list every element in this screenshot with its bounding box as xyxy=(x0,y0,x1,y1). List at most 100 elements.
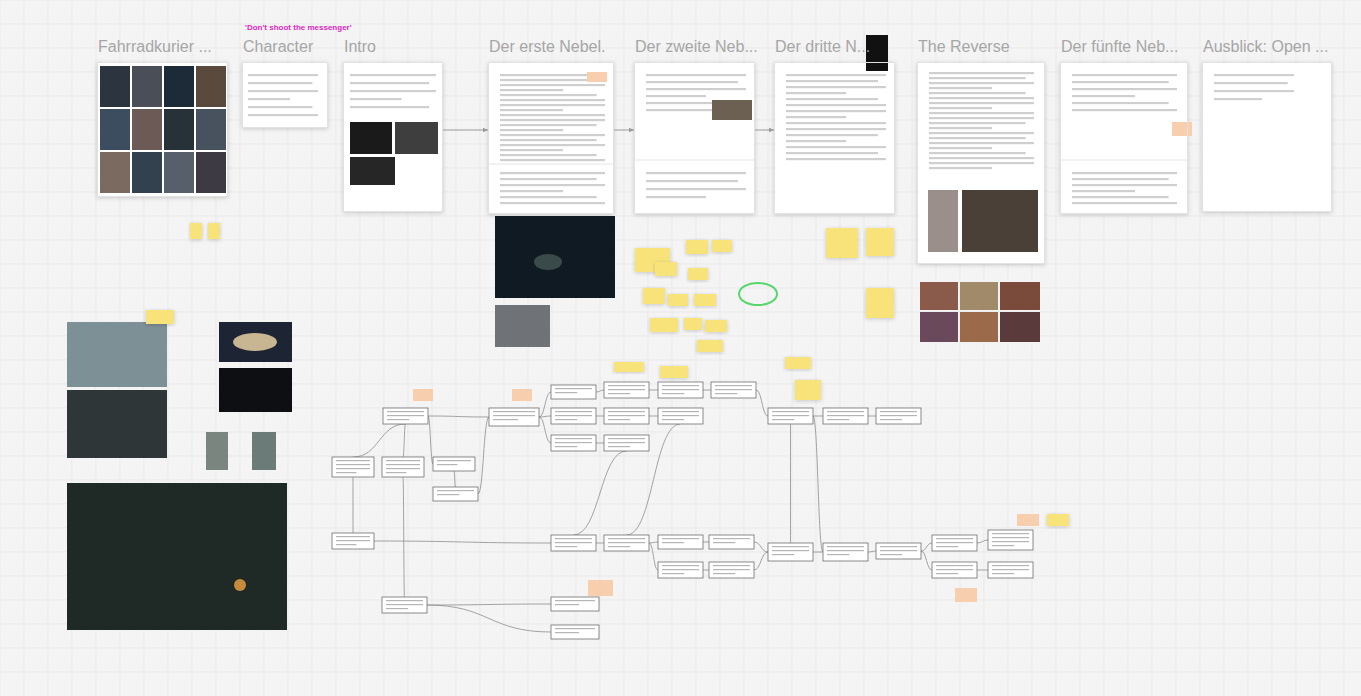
flow-box-line xyxy=(772,554,794,555)
card-panel xyxy=(1060,62,1188,214)
flow-line xyxy=(649,390,658,391)
photo-tile xyxy=(196,152,226,193)
placeholder-line xyxy=(1072,95,1135,97)
placeholder-line xyxy=(1072,81,1169,83)
flow-box-line xyxy=(880,415,917,416)
flow-line xyxy=(813,416,823,552)
flow-box xyxy=(551,535,596,551)
placeholder-line xyxy=(500,109,563,111)
flow-line xyxy=(813,552,823,553)
flow-box-line xyxy=(608,438,645,439)
flow-box-line xyxy=(662,573,684,574)
flow-line xyxy=(649,542,658,543)
placeholder-line xyxy=(646,188,746,190)
flow-box xyxy=(876,543,921,559)
placeholder-line xyxy=(646,196,706,198)
placeholder-line xyxy=(500,202,605,204)
placeholder-line xyxy=(786,80,878,82)
photo xyxy=(219,368,292,412)
sticky-note xyxy=(866,228,894,256)
placeholder-line xyxy=(929,162,1034,164)
column-heading: Der zweite Neb... xyxy=(635,37,758,57)
flow-line xyxy=(574,451,627,535)
flow-line xyxy=(596,443,604,444)
card-panel xyxy=(917,62,1045,264)
flow-box-line xyxy=(387,411,424,412)
placeholder-line xyxy=(646,95,706,97)
card-divider xyxy=(1060,160,1188,161)
flow-box xyxy=(332,533,374,549)
grid-line xyxy=(480,0,481,696)
flow-box-line xyxy=(555,411,592,412)
photo-tile xyxy=(100,66,130,107)
flow-box-line xyxy=(336,536,370,537)
card-panel xyxy=(488,62,614,214)
flow-line xyxy=(703,390,711,391)
flow-line xyxy=(703,542,709,543)
card-panel xyxy=(97,62,228,197)
flow-box-line xyxy=(437,490,474,491)
placeholder-line xyxy=(500,149,563,151)
placeholder-line xyxy=(786,128,886,130)
placeholder-line xyxy=(350,74,436,76)
grid-line xyxy=(0,336,1361,337)
flow-box-line xyxy=(336,464,370,465)
column-heading: Intro xyxy=(344,37,376,57)
flow-box-line xyxy=(715,389,752,390)
sticky-note xyxy=(712,240,732,252)
column-heading: Fahrradkurier ... xyxy=(98,37,212,57)
placeholder-line xyxy=(929,127,992,129)
flow-box-line xyxy=(608,442,645,443)
flow-box-line xyxy=(992,545,1014,546)
photo xyxy=(67,390,167,458)
flow-line xyxy=(374,541,551,543)
flow-line xyxy=(754,542,768,552)
placeholder-line xyxy=(500,129,563,131)
photo xyxy=(712,100,752,120)
placeholder-line xyxy=(929,117,1034,119)
flow-line xyxy=(403,424,406,457)
placeholder-line xyxy=(786,92,846,94)
flow-box xyxy=(823,408,868,424)
flow-box xyxy=(876,408,921,424)
placeholder-line xyxy=(350,82,429,84)
placeholder-line xyxy=(929,152,1026,154)
sticky-note xyxy=(643,288,665,304)
flow-box-line xyxy=(437,494,459,495)
sticky-note xyxy=(684,318,702,330)
flow-box xyxy=(604,535,649,551)
placeholder-line xyxy=(646,88,746,90)
flow-box-line xyxy=(336,472,356,473)
flow-line xyxy=(756,390,768,416)
flow-box-line xyxy=(713,542,735,543)
placeholder-line xyxy=(500,139,597,141)
flow-box-line xyxy=(880,550,917,551)
flow-box-line xyxy=(662,565,699,566)
sticky-note xyxy=(795,380,821,400)
placeholder-line xyxy=(500,172,605,174)
flow-box-line xyxy=(336,460,370,461)
placeholder-line xyxy=(786,74,886,76)
flow-box-line xyxy=(493,419,518,420)
flow-box-line xyxy=(713,538,750,539)
sticky-note xyxy=(866,288,894,318)
flow-box-line xyxy=(555,632,579,633)
placeholder-line xyxy=(500,84,605,86)
flow-box-line xyxy=(992,541,1029,542)
sticky-note xyxy=(650,318,678,332)
flow-box-line xyxy=(387,419,409,420)
flow-box xyxy=(932,562,977,578)
flow-box xyxy=(709,535,754,549)
card-panel xyxy=(774,62,895,214)
flow-box-line xyxy=(555,446,577,447)
flow-box-line xyxy=(608,415,645,416)
flow-box-line xyxy=(936,565,973,566)
flow-box xyxy=(988,530,1033,550)
flow-box-line xyxy=(555,628,595,629)
flow-box-line xyxy=(772,550,809,551)
card-panel xyxy=(1202,62,1332,212)
card-arrow xyxy=(443,130,488,131)
flow-box-line xyxy=(827,550,864,551)
photo xyxy=(960,282,998,310)
